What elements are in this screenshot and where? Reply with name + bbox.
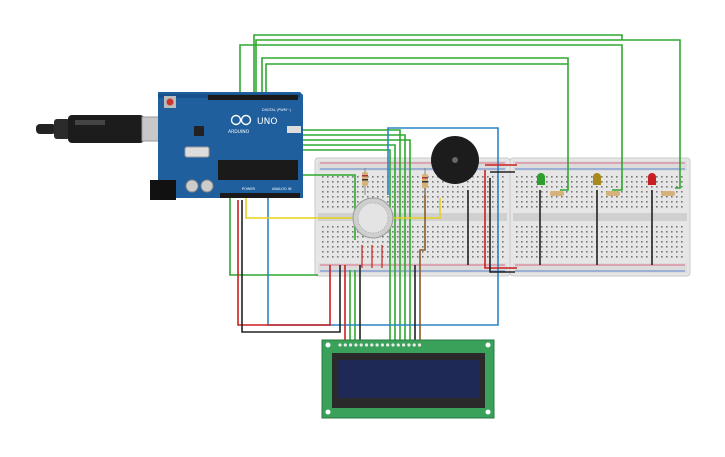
arduino-board: ARDUINO UNO DIGITAL (PWM~) POWER ANALOG … [150,92,303,200]
wire-green-7 [285,134,406,340]
arduino-model-text: UNO [257,117,277,127]
resistor-led-green [550,191,564,196]
wire-green-5 [265,63,568,93]
wire-green-1 [239,44,623,191]
wire-green-9 [290,144,396,340]
lcd-screen [337,360,480,398]
arduino-brand-text: ARDUINO [228,129,250,135]
analog-header-label: ANALOG IN [272,187,292,191]
resistor-1 [362,168,368,195]
wire-blue-1 [267,127,499,326]
wire-red-1 [237,200,331,326]
wire-black-4 [489,171,515,273]
arduino-logo-icon [230,114,252,126]
resistor-led-red [661,191,675,196]
wire-green-11 [229,160,318,276]
gas-sensor [352,197,394,239]
lcd-display [321,339,495,419]
wire-green-6 [282,129,401,340]
wire-green-3 [255,39,681,189]
resistor-2 [422,168,428,195]
led-red [648,173,675,196]
wire-green-2 [253,34,623,93]
led-yellow [593,173,620,196]
wire-red-3 [484,164,517,269]
piezo-buzzer [431,136,479,184]
reset-button-icon [166,98,174,106]
power-header-label: POWER [242,187,256,191]
resistor-led-yellow [606,191,620,196]
breadboard-right [509,157,691,277]
wire-green-4 [261,57,569,191]
wire-green-8 [288,139,411,340]
wire-green-10 [292,149,391,340]
digital-header-label: DIGITAL (PWM~) [262,108,292,112]
wire-brown-1 [419,185,426,340]
wire-red-4 [361,245,383,268]
wires [222,34,681,340]
wire-black-1 [241,200,341,333]
usb-cable [36,115,171,143]
led-green [537,173,564,196]
